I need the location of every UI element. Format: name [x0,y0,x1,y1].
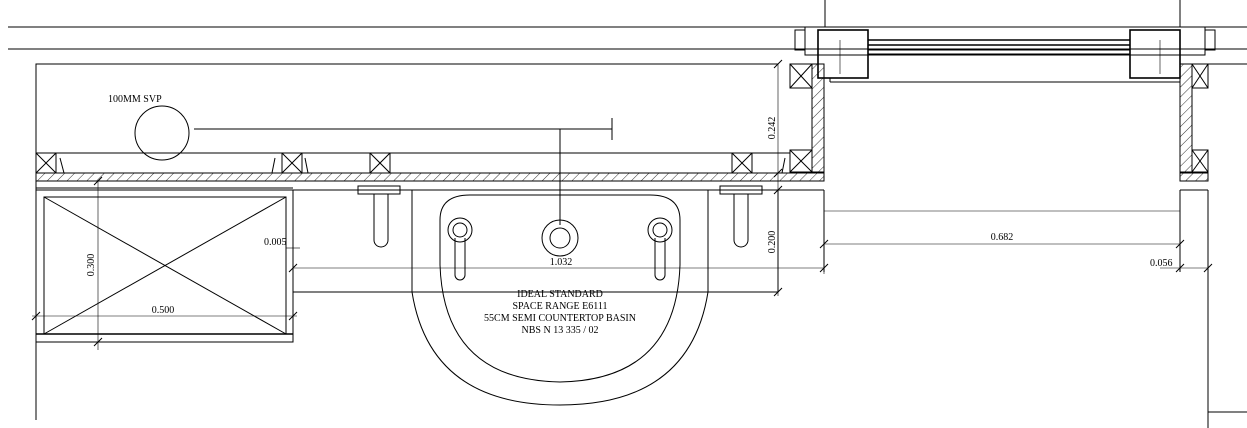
svp-label: 100MM SVP [108,94,162,105]
dim-0200: 0.200 [767,231,778,254]
tap-right [647,217,673,281]
dimension-0500 [31,311,298,321]
dim-0682: 0.682 [991,232,1014,243]
reveal-walls [789,63,1209,272]
basin-note: IDEAL STANDARD SPACE RANGE E6111 55CM SE… [484,289,636,336]
basin-note-line-3: 55CM SEMI COUNTERTOP BASIN [484,313,636,324]
tap-left [447,217,473,281]
storage-unit [35,189,294,343]
dimension-0300 [93,176,103,350]
dim-0300: 0.300 [86,254,97,277]
dim-0500: 0.500 [152,305,175,316]
basin-note-line-2: SPACE RANGE E6111 [512,301,607,312]
dimension-0056 [1160,263,1213,273]
dim-0242: 0.242 [767,117,778,140]
stud-framing [35,152,790,174]
dim-1032: 1.032 [550,257,573,268]
dimension-0200 [773,185,783,297]
wall-bracket-left [357,185,401,248]
dimension-0242 [773,59,783,190]
svp-pipe [134,105,613,225]
partition-band [35,172,1209,191]
window-frame [794,0,1216,83]
room-outline [35,63,1247,428]
dim-0005: 0.005 [264,237,287,248]
basin-note-line-4: NBS N 13 335 / 02 [522,325,599,336]
vanity-counter [292,190,779,293]
dim-0056: 0.056 [1150,258,1173,269]
dimension-0682 [819,210,1185,249]
wall-bracket-right [719,185,763,248]
dimension-1032 [288,258,829,274]
basin [411,189,709,406]
basin-note-line-1: IDEAL STANDARD [517,289,603,300]
